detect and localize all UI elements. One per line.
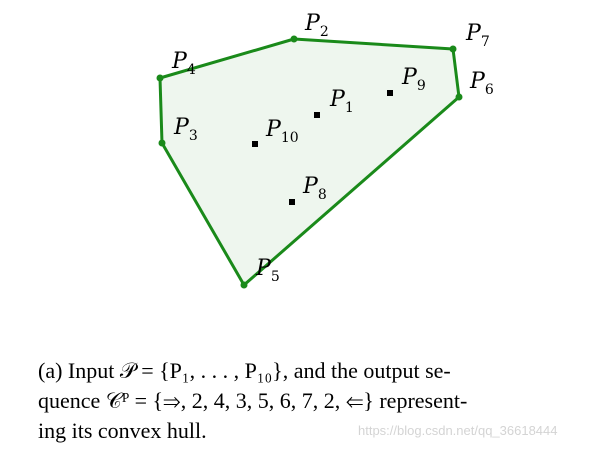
- label-p8: P8: [302, 174, 327, 203]
- label-p10: P10: [265, 117, 299, 146]
- label-p3: P3: [173, 115, 198, 144]
- hull-vertex-p4: [156, 74, 164, 82]
- caption-line-2: quence 𝒞ᴾ = {⇒, 2, 4, 3, 5, 6, 7, 2, ⇐} …: [38, 388, 468, 413]
- convex-hull-diagram: P2 P7 P4 P9 P6 P1 P3 P10 P8 P5: [156, 11, 494, 289]
- hull-vertex-p7: [449, 45, 457, 53]
- interior-point-p8: [289, 199, 295, 205]
- label-p2: P2: [304, 11, 329, 40]
- caption-line-3: ing its convex hull.: [38, 418, 207, 443]
- figure-caption: (a) Input 𝒫 = {P₁, . . . , P₁₀}, and the…: [38, 356, 583, 446]
- interior-point-p10: [252, 141, 258, 147]
- label-p1: P1: [329, 87, 354, 116]
- caption-line-1: (a) Input 𝒫 = {P₁, . . . , P₁₀}, and the…: [38, 358, 451, 383]
- label-p4: P4: [171, 49, 196, 78]
- label-p7: P7: [465, 21, 490, 50]
- hull-vertex-p6: [455, 93, 463, 101]
- hull-vertex-p5: [240, 281, 248, 289]
- label-p5: P5: [255, 256, 280, 285]
- interior-point-p9: [387, 90, 393, 96]
- hull-vertex-p2: [290, 35, 298, 43]
- label-p9: P9: [401, 65, 426, 94]
- watermark-url: https://blog.csdn.net/qq_36618444: [358, 423, 558, 438]
- interior-point-p1: [314, 112, 320, 118]
- label-p6: P6: [469, 69, 494, 98]
- hull-vertex-p3: [158, 139, 166, 147]
